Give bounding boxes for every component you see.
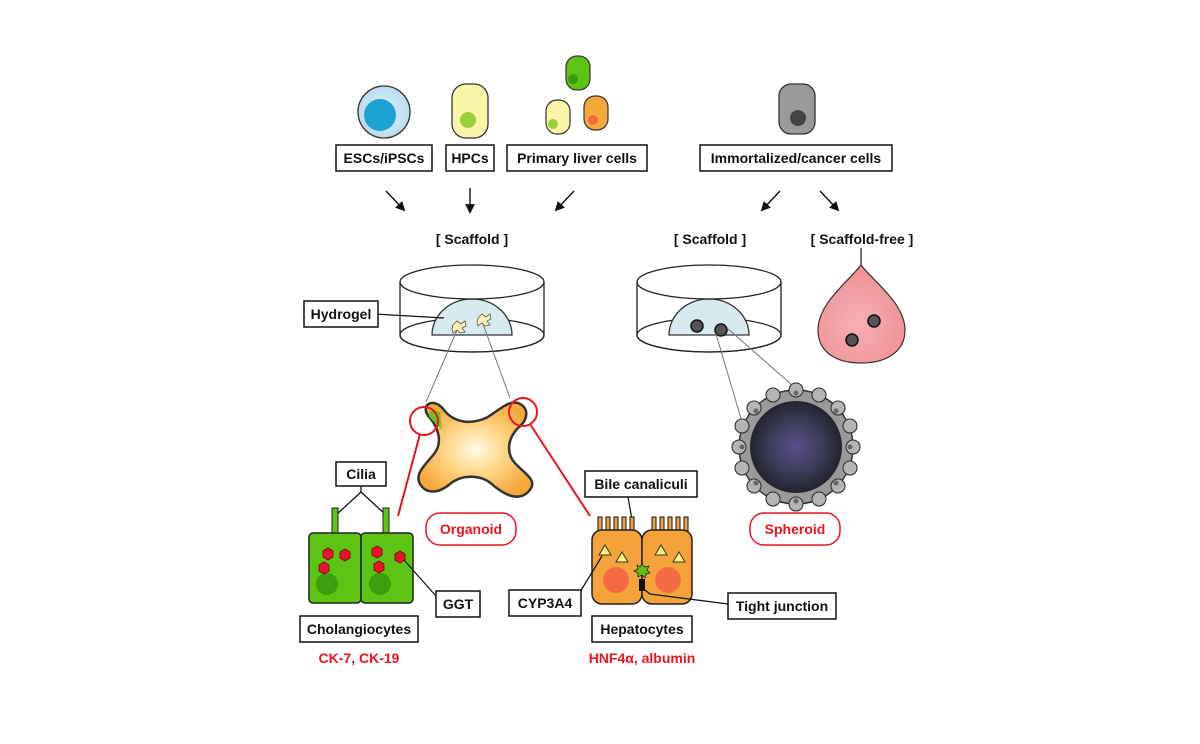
spheroid-label: Spheroid <box>765 521 826 537</box>
hepatocytes-label: Hepatocytes <box>600 621 683 637</box>
hpcs-label: HPCs <box>451 150 489 166</box>
tight-junction-label: Tight junction <box>736 598 828 614</box>
scaffold-free-label: [ Scaffold-free ] <box>811 231 914 247</box>
escs-cell-icon <box>357 85 411 139</box>
flow-arrows <box>385 188 840 214</box>
immortalized-label: Immortalized/cancer cells <box>711 150 882 166</box>
culture-dish-left <box>399 264 545 353</box>
hpc-cell-icon <box>451 83 489 139</box>
hydrogel-label-box <box>303 300 379 328</box>
cilia-label: Cilia <box>346 466 376 482</box>
scaffold-left-label: [ Scaffold ] <box>436 231 508 247</box>
escs-label-box <box>335 144 433 172</box>
cilia-label-box <box>335 461 387 487</box>
immortalized-cell-icon <box>778 83 816 135</box>
organoid-zoom-circle-left <box>409 406 439 436</box>
hanging-drop <box>817 248 906 364</box>
cholangiocytes-label-box <box>299 615 419 643</box>
spheroid-zoom-lines <box>715 327 801 433</box>
hydrogel-label: Hydrogel <box>311 306 372 322</box>
culture-dish-right <box>636 264 782 353</box>
cilia-leader-lines <box>335 486 387 516</box>
hepatocytes-markers: HNF4α, albumin <box>589 650 696 666</box>
cyp-label: CYP3A4 <box>518 595 573 611</box>
ggt-label-box <box>435 590 481 618</box>
scaffold-right-label: [ Scaffold ] <box>674 231 746 247</box>
organoid-shape <box>417 401 534 498</box>
cholangiocytes-markers: CK-7, CK-19 <box>319 650 400 666</box>
bile-canaliculi-label-box <box>584 470 698 498</box>
red-zoom-line-left <box>397 433 421 517</box>
organoid-zoom-lines <box>425 323 511 403</box>
cholangiocytes-label: Cholangiocytes <box>307 621 411 637</box>
ggt-leader-line <box>403 559 437 597</box>
hpcs-label-box <box>445 144 495 172</box>
escs-label: ESCs/iPSCs <box>344 150 425 166</box>
tight-junction-label-box <box>727 592 837 620</box>
organoid-zoom-circle-right <box>508 397 538 427</box>
hepatocytes-label-box <box>591 615 693 643</box>
bile-canaliculi-label: Bile canaliculi <box>594 476 687 492</box>
spheroid-shape <box>731 382 861 512</box>
primary-liver-cells-icon <box>545 55 609 135</box>
primary-label: Primary liver cells <box>517 150 637 166</box>
organoid-label: Organoid <box>440 521 502 537</box>
cyp-leader-line <box>579 555 603 593</box>
cholangiocyte-cells <box>308 507 414 604</box>
ggt-label: GGT <box>443 596 474 612</box>
cyp-label-box <box>508 589 582 617</box>
hydrogel-leader-line <box>373 313 445 319</box>
spheroid-badge <box>749 512 841 546</box>
primary-label-box <box>506 144 648 172</box>
red-zoom-line-right <box>529 423 591 517</box>
tight-junction-leader-line <box>644 589 729 605</box>
immortalized-label-box <box>699 144 893 172</box>
organoid-badge <box>425 512 517 546</box>
hepatocyte-cells <box>591 516 693 605</box>
